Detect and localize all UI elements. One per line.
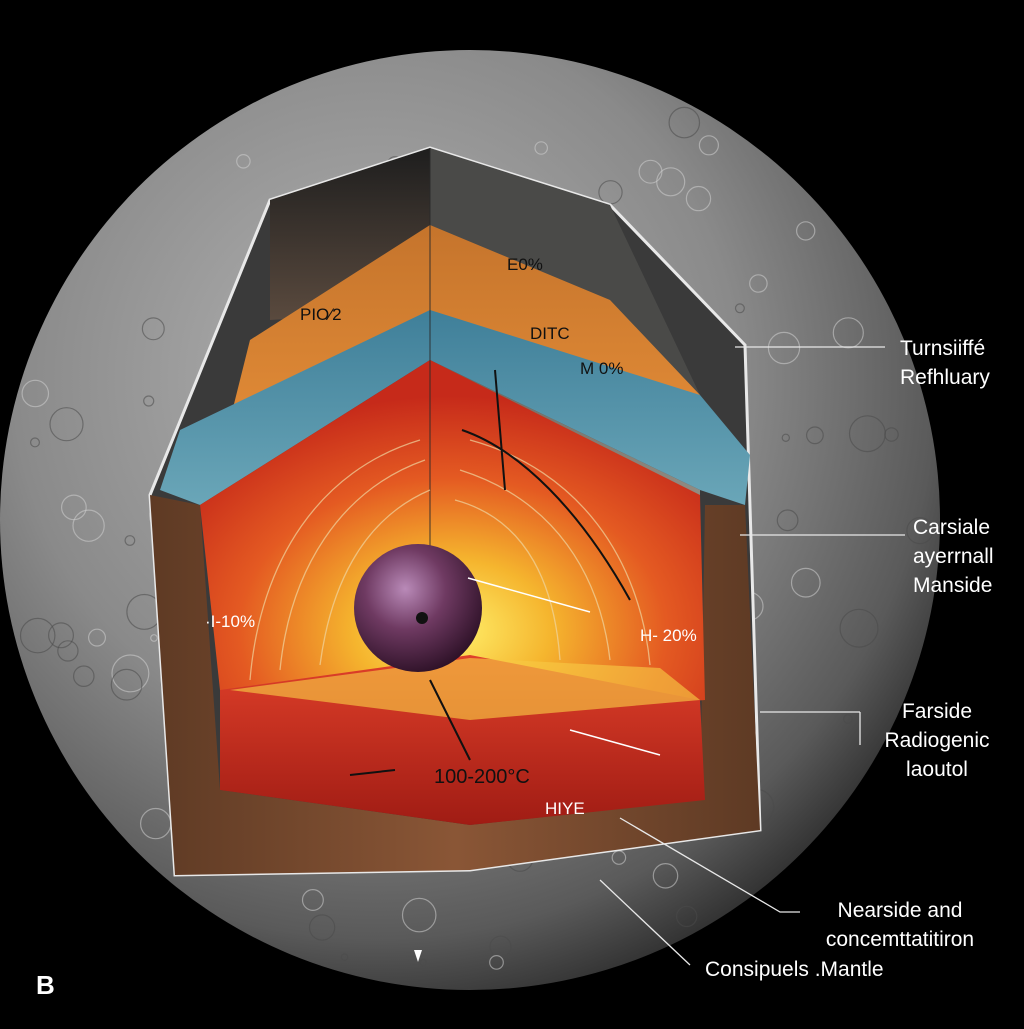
crater — [781, 433, 791, 442]
callout-middle-right: Carsiale ayerrnall Manside — [913, 513, 994, 600]
callout-lower-right-line1: Farside — [901, 700, 973, 723]
crater — [49, 407, 84, 442]
crater — [47, 622, 74, 649]
label-left-pct: ·I-10% — [205, 612, 256, 631]
interior-arrows-light — [467, 577, 661, 756]
crater — [806, 426, 824, 445]
callout-lower-right-line2: Radiogenic — [884, 729, 990, 752]
crater — [767, 331, 801, 365]
label-upper-mid: DITC — [530, 324, 570, 343]
label-right-pct: H- 20% — [640, 626, 697, 645]
callout-bottom-left-line1: Consipuels .Mantle — [705, 958, 884, 981]
blue-layer — [160, 310, 750, 505]
label-upper-right-pct: M 0% — [580, 359, 624, 378]
crater — [656, 167, 686, 197]
callout-bottom-left: Consipuels .Mantle — [705, 955, 884, 984]
crater — [884, 427, 899, 442]
callout-bottom-line2: concemttatitiron — [825, 928, 975, 951]
crater — [832, 317, 864, 349]
crater — [734, 303, 745, 314]
crater — [308, 914, 336, 941]
brown-crust — [150, 495, 760, 875]
crater — [776, 509, 799, 532]
callout-middle-right-line3: Manside — [913, 574, 993, 597]
crater — [906, 516, 934, 545]
callout-lower-right-line3: laoutol — [906, 758, 968, 781]
crater — [676, 905, 698, 928]
crater — [143, 395, 155, 407]
crater — [141, 317, 165, 341]
crater — [839, 608, 879, 648]
crater — [301, 888, 324, 911]
crater — [843, 714, 853, 724]
crater — [685, 185, 712, 212]
crater — [638, 159, 663, 184]
crater — [124, 535, 136, 546]
crater — [150, 634, 158, 642]
core-sphere — [354, 544, 482, 672]
crater — [21, 379, 50, 408]
yellow-glow-top — [230, 658, 700, 720]
callout-leaders — [599, 346, 905, 966]
crater — [698, 135, 720, 156]
callout-middle-right-line1: Carsiale — [913, 516, 991, 539]
field-lines — [249, 439, 651, 681]
callout-middle-right-line2: ayerrnall — [913, 545, 994, 568]
crater — [340, 953, 349, 961]
down-arrow-marker — [414, 950, 422, 962]
crater — [790, 567, 821, 598]
crater — [534, 141, 548, 155]
crater — [796, 221, 816, 241]
crater — [652, 862, 679, 889]
label-top-band: E0% — [507, 255, 543, 274]
callout-upper-right-line1: Turnsiiffé — [900, 337, 986, 360]
callout-lower-right: Farside Radiogenic laoutol — [862, 697, 1012, 784]
crater — [110, 668, 143, 701]
callout-bottom-line1: Nearside and — [837, 899, 963, 922]
crater — [61, 494, 87, 521]
crater — [401, 897, 437, 933]
label-base: HIYE — [545, 799, 585, 818]
crater — [87, 628, 106, 647]
crater — [489, 955, 504, 970]
crater — [236, 154, 251, 169]
label-temperature: 100-200°C — [434, 766, 530, 788]
interior-arrows — [349, 369, 631, 776]
crater — [111, 654, 150, 693]
crater — [668, 106, 701, 139]
crater — [72, 509, 105, 542]
crater — [419, 958, 427, 967]
crater — [73, 665, 95, 687]
figure-letter: B — [36, 970, 55, 1000]
label-left-band: PIO⁄2 — [300, 305, 342, 324]
crater — [19, 617, 56, 654]
crater — [57, 640, 79, 662]
callout-bottom: Nearside and concemttatitiron — [805, 896, 995, 954]
crater — [749, 274, 768, 293]
crater — [30, 437, 41, 448]
callout-upper-right-line2: Refhluary — [900, 366, 990, 389]
core-center — [416, 612, 428, 624]
callout-upper-right: Turnsiiffé Refhluary — [900, 334, 990, 392]
